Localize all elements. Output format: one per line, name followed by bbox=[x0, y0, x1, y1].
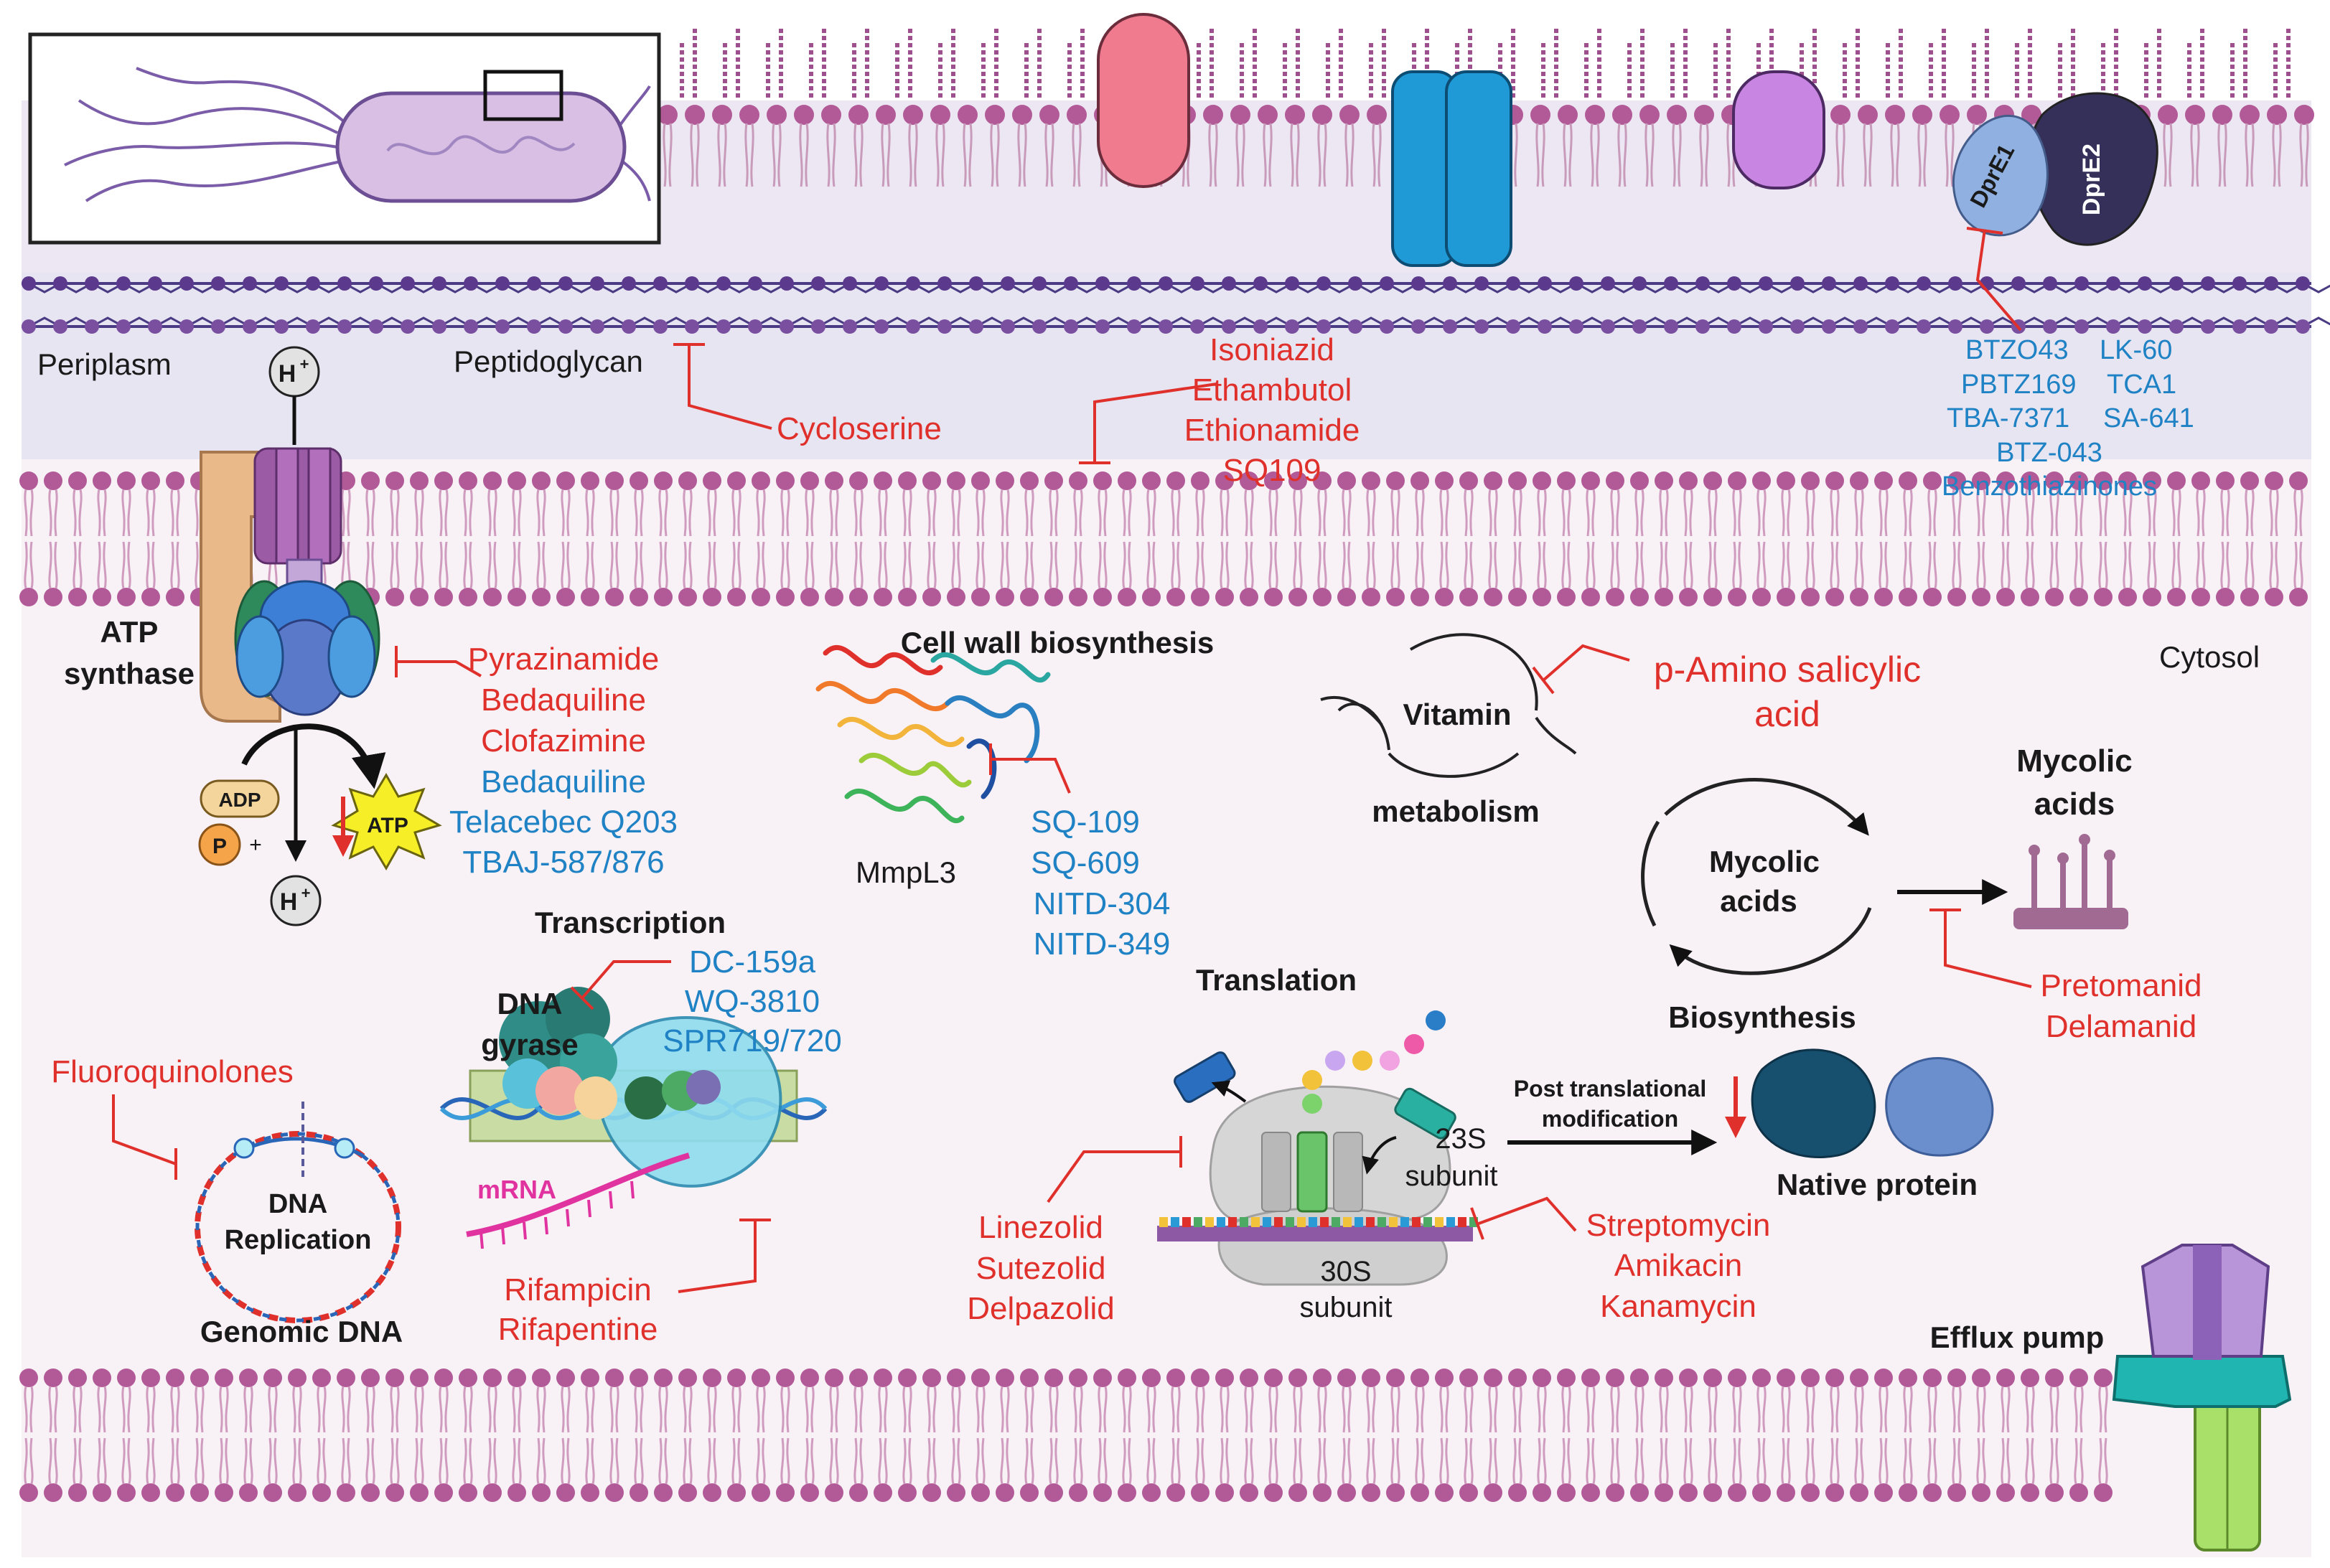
purple-membrane-protein bbox=[1734, 72, 1824, 188]
genomic-dna-label: Genomic DNA bbox=[200, 1315, 403, 1348]
trna-in-p-site bbox=[1298, 1132, 1327, 1211]
mmpl3-label: MmpL3 bbox=[856, 855, 956, 889]
atp-synthase-label-line2: synthase bbox=[64, 657, 195, 690]
dpre-inhibitor: BTZ-043 bbox=[1996, 438, 2102, 468]
drug-label: Rifapentine bbox=[498, 1312, 658, 1347]
drug-label: Bedaquiline bbox=[481, 764, 646, 799]
drug-label: SPR719/720 bbox=[663, 1023, 842, 1058]
mycolic-product-line1: Mycolic bbox=[2016, 743, 2132, 779]
drug-label: WQ-3810 bbox=[685, 984, 820, 1019]
f1-head bbox=[235, 581, 379, 715]
plus-sign: + bbox=[249, 833, 262, 857]
dpre-inhibitor: TBA-7371 bbox=[1947, 403, 2069, 433]
dpre2-label: DprE2 bbox=[2078, 144, 2105, 215]
dna-gyrase-label-line1: DNA bbox=[497, 987, 563, 1020]
drug-label: DC-159a bbox=[689, 944, 816, 980]
dpre-inhibitor: PBTZ169 bbox=[1961, 370, 2077, 400]
gyrase-inhibitor-list: DC-159a WQ-3810 SPR719/720 bbox=[663, 944, 842, 1058]
drug-label: Ethionamide bbox=[1184, 413, 1360, 448]
adp-label: ADP bbox=[218, 789, 261, 811]
drug-label: TBAJ-587/876 bbox=[462, 845, 664, 880]
dpre-inhibitor: BTZO43 bbox=[1965, 335, 2069, 365]
drug-label: Amikacin bbox=[1614, 1248, 1743, 1283]
drug-label: Isoniazid bbox=[1210, 332, 1334, 367]
paas-label-line1: p-Amino salicylic bbox=[1654, 649, 1921, 690]
proton-symbol: H bbox=[279, 360, 296, 388]
native-protein-label: Native protein bbox=[1777, 1168, 1978, 1201]
proton-symbol: H bbox=[280, 888, 298, 916]
ptm-line1: Post translational bbox=[1514, 1076, 1707, 1102]
small-subunit-line1: 30S bbox=[1320, 1256, 1371, 1287]
drug-label: SQ-609 bbox=[1031, 845, 1140, 881]
efflux-pump-label: Efflux pump bbox=[1930, 1320, 2105, 1354]
cycloserine-label: Cycloserine bbox=[777, 411, 942, 446]
c-ring bbox=[255, 449, 341, 563]
dpre-inhibitor: Benzothiazinones bbox=[1942, 471, 2157, 502]
mycolic-product-line2: acids bbox=[2034, 787, 2115, 822]
cell-body bbox=[337, 93, 624, 201]
oxazolidinone-list: Linezolid Sutezolid Delpazolid bbox=[967, 1210, 1114, 1326]
periplasm-label: Periplasm bbox=[37, 347, 172, 381]
drug-label: SQ-109 bbox=[1031, 804, 1140, 840]
atp-synthase-label-line1: ATP bbox=[100, 615, 159, 649]
porin-channel bbox=[1393, 72, 1511, 266]
mycolic-cycle-line2: acids bbox=[1720, 884, 1797, 918]
dpre-inhibitor: SA-641 bbox=[2103, 403, 2194, 433]
drug-label: Rifampicin bbox=[504, 1272, 651, 1308]
dpre-inhibitor: TCA1 bbox=[2107, 370, 2176, 400]
drug-label: Pretomanid bbox=[2040, 968, 2202, 1003]
drug-label: Bedaquiline bbox=[481, 682, 646, 718]
transcription-title: Transcription bbox=[535, 906, 726, 939]
dna-replication-line2: Replication bbox=[225, 1225, 372, 1255]
vitamin-label: Vitamin bbox=[1403, 698, 1512, 731]
fluoroquinolones-label: Fluoroquinolones bbox=[51, 1054, 294, 1089]
drug-label: Ethambutol bbox=[1192, 372, 1352, 408]
small-subunit-line2: subunit bbox=[1300, 1292, 1393, 1323]
atp-label: ATP bbox=[367, 814, 408, 837]
phosphate-label: P bbox=[212, 835, 227, 858]
paas-label-line2: acid bbox=[1754, 694, 1820, 734]
large-subunit-line1: 23S bbox=[1435, 1123, 1486, 1155]
drug-label: Kanamycin bbox=[1600, 1289, 1756, 1324]
biosynthesis-label: Biosynthesis bbox=[1668, 1000, 1856, 1034]
metabolism-label: metabolism bbox=[1372, 794, 1539, 828]
ptm-line2: modification bbox=[1542, 1106, 1678, 1132]
proton-charge: + bbox=[301, 884, 311, 902]
pink-membrane-protein bbox=[1098, 14, 1189, 187]
drug-label: Delamanid bbox=[2046, 1009, 2196, 1044]
dna-gyrase-label-line2: gyrase bbox=[481, 1028, 578, 1061]
drug-label: Delpazolid bbox=[967, 1291, 1114, 1326]
drug-label: NITD-349 bbox=[1034, 926, 1171, 962]
mrna-ribbon bbox=[1157, 1226, 1473, 1241]
dpre-inhibitor-list: BTZO43 LK-60 PBTZ169 TCA1 TBA-7371 SA-64… bbox=[1942, 335, 2194, 502]
proton-charge: + bbox=[300, 355, 309, 373]
drug-label: Linezolid bbox=[978, 1210, 1103, 1245]
dna-replication-line1: DNA bbox=[268, 1189, 327, 1219]
drug-label: Telacebec Q203 bbox=[449, 804, 678, 840]
peptidoglycan-label: Peptidoglycan bbox=[454, 344, 643, 378]
drug-label: Sutezolid bbox=[975, 1251, 1105, 1286]
large-subunit-line2: subunit bbox=[1405, 1160, 1498, 1192]
dpre-inhibitor: LK-60 bbox=[2100, 335, 2172, 365]
drug-label: Streptomycin bbox=[1586, 1208, 1771, 1243]
mycolic-cycle-line1: Mycolic bbox=[1709, 845, 1820, 878]
drug-label: Pyrazinamide bbox=[468, 642, 660, 677]
drug-label: SQ109 bbox=[1223, 453, 1321, 488]
drug-label: NITD-304 bbox=[1034, 886, 1171, 921]
translation-title: Translation bbox=[1196, 963, 1357, 997]
drug-label: Clofazimine bbox=[481, 723, 646, 759]
bacterium-inset bbox=[30, 34, 659, 243]
cytosol-label: Cytosol bbox=[2159, 640, 2260, 674]
mrna-label: mRNA bbox=[477, 1175, 556, 1204]
